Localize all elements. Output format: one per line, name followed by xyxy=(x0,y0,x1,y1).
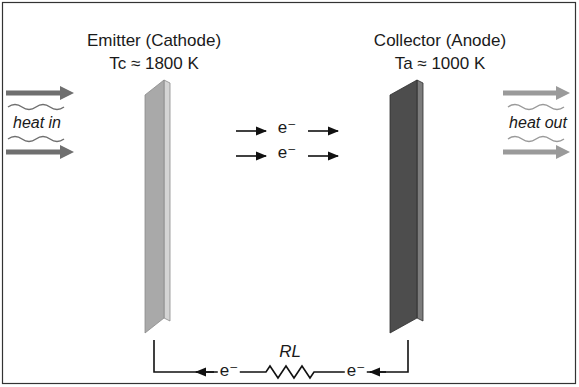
plate-shape xyxy=(360,28,520,340)
load-circuit-wire xyxy=(154,340,408,378)
plate-heading: Collector (Anode) xyxy=(360,30,520,52)
plate-edge xyxy=(417,80,423,321)
electron-label: e⁻ xyxy=(345,362,367,381)
electron-label: e⁻ xyxy=(278,119,296,138)
plate-edge xyxy=(164,80,170,321)
heat-label: heat in xyxy=(11,114,63,132)
electron-label: e⁻ xyxy=(218,362,240,381)
plate-heading: Emitter (Cathode) xyxy=(74,30,234,52)
load-resistor-label: RL xyxy=(277,343,303,362)
temperature-label: Tc ≈ 1800 K xyxy=(74,53,234,75)
plate-shape xyxy=(74,28,234,340)
heat-label: heat out xyxy=(507,114,569,132)
heat-in-arrows xyxy=(6,86,74,159)
collector-plate: Collector (Anode)Ta ≈ 1000 K xyxy=(360,28,520,340)
temperature-label: Ta ≈ 1000 K xyxy=(360,53,520,75)
heat-out-arrows xyxy=(503,86,570,159)
electron-label: e⁻ xyxy=(278,144,296,163)
frame-border xyxy=(3,3,576,384)
plate-face xyxy=(145,80,164,333)
emitter-plate: Emitter (Cathode)Tc ≈ 1800 K xyxy=(74,28,234,340)
plate-face xyxy=(390,80,417,333)
